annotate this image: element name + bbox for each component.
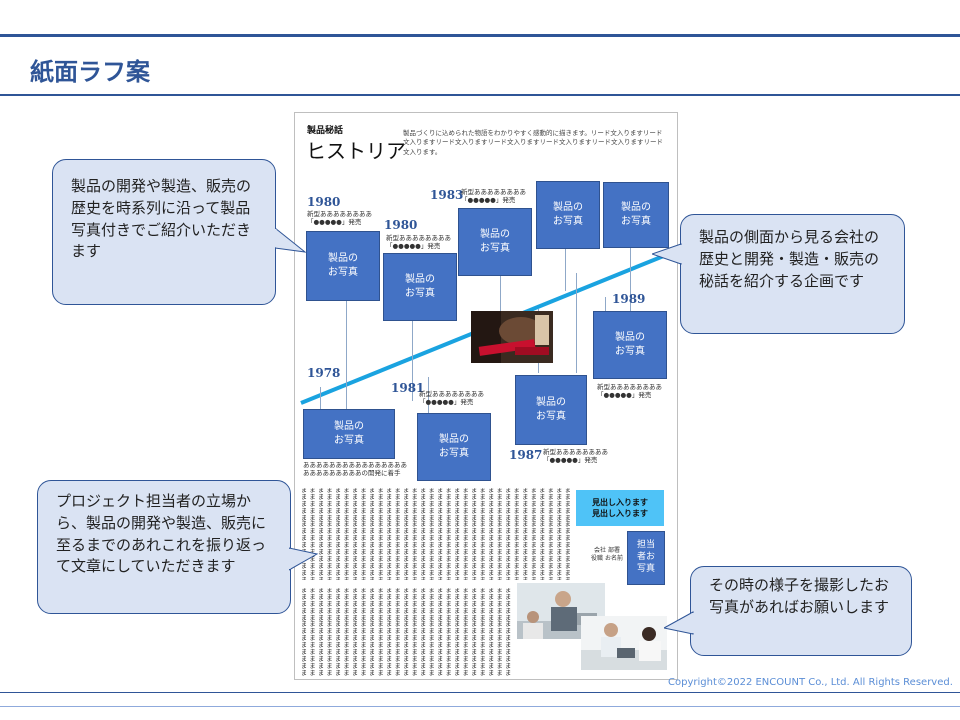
connector [412,321,413,401]
product-photo-placeholder: 製品のお写真 [383,253,457,321]
timeline-year: 1981 [391,381,425,395]
connector [428,377,429,413]
slide-title: 紙面ラフ案 [30,58,150,86]
staff-photograph [581,616,667,670]
headline-box: 見出し入ります 見出し入ります [576,490,664,526]
product-photo-placeholder: 製品のお写真 [536,181,600,249]
product-photo-placeholder: 製品のお写真 [417,413,491,481]
product-photo-placeholder: 製品のお写真 [303,409,395,459]
body-text-placeholder: ま ま ま ま ま ま ま ま ま ま ま ま ま ま ま ま ま ま ま ま … [301,588,512,676]
page-layout-mock: 製品秘話 ヒストリア 製品づくりに込められた物語をわかりやすく感動的に描きます。… [294,112,678,680]
product-photo-image [471,311,553,363]
callout-photo-request: その時の様子を撮影したお写真があればお願いします [690,566,912,656]
callout-timeline-description: 製品の開発や製造、販売の歴史を時系列に沿って製品写真付きでご紹介いただきます [52,159,276,305]
product-photo-placeholder: 製品のお写真 [603,182,669,248]
staff-photo-placeholder: 担当者お写真 [627,531,665,585]
timeline-year: 1983 [430,188,464,202]
timeline-caption: 新型ああああああああ「●●●●●」発売 [461,188,526,205]
connector [320,387,321,409]
timeline-year: 1987 [509,448,543,462]
header-top-rule [0,34,960,37]
timeline-year: 1989 [612,292,646,306]
callout-pointer [289,547,319,571]
timeline-year: 1980 [384,218,418,232]
product-photograph [471,311,553,363]
body-text-placeholder: ま ま ま ま ま ま ま ま ま ま ま ま ま ま ま ま ま ま ま ま … [301,488,572,580]
timeline-caption: 新型ああああああああ「●●●●●」発売 [307,210,372,227]
timeline-caption: 新型ああああああああ「●●●●●」発売 [597,383,662,400]
callout-pointer [275,227,307,253]
corner-label: 製品秘話 [307,126,344,136]
footer-rule [0,692,960,693]
timeline-year: 1978 [307,366,341,380]
connector [500,273,501,343]
timeline-caption: 新型ああああああああ「●●●●●」発売 [543,448,608,465]
staff-name-label: 会社 部署 役職 お名前 [591,547,623,563]
header-bottom-rule [0,94,960,96]
callout-article-description: プロジェクト担当者の立場から、製品の開発や製造、販売に至るまでのあれこれを振り返… [37,480,291,614]
timeline-caption: 新型ああああああああ「●●●●●」発売 [419,390,484,407]
callout-pointer [652,243,682,265]
product-photo-placeholder: 製品のお写真 [593,311,667,379]
connector [346,299,347,409]
copyright-text: Copyright©2022 ENCOUNT Co., Ltd. All Rig… [668,677,953,688]
timeline-caption: 新型ああああああああ「●●●●●」発売 [386,234,451,251]
connector [630,221,631,311]
connector [605,297,606,315]
product-photo-placeholder: 製品のお写真 [458,208,532,276]
footer-rule-2 [0,706,960,707]
callout-pointer [664,611,694,635]
connector [576,273,577,373]
product-photo-placeholder: 製品のお写真 [515,375,587,445]
page-heading: ヒストリア [306,139,406,163]
timeline-year: 1980 [307,195,341,209]
callout-concept-description: 製品の側面から見る会社の歴史と開発・製造・販売の秘話を紹介する企画です [680,214,905,334]
lead-text: 製品づくりに込められた物語をわかりやすく感動的に描きます。リード文入りますリード… [403,129,663,156]
timeline-caption: あああああああああああああああああああああああああの開発に着手 [303,461,407,478]
meeting-photo-image [581,616,667,670]
connector [565,221,566,291]
product-photo-placeholder: 製品のお写真 [306,231,380,301]
